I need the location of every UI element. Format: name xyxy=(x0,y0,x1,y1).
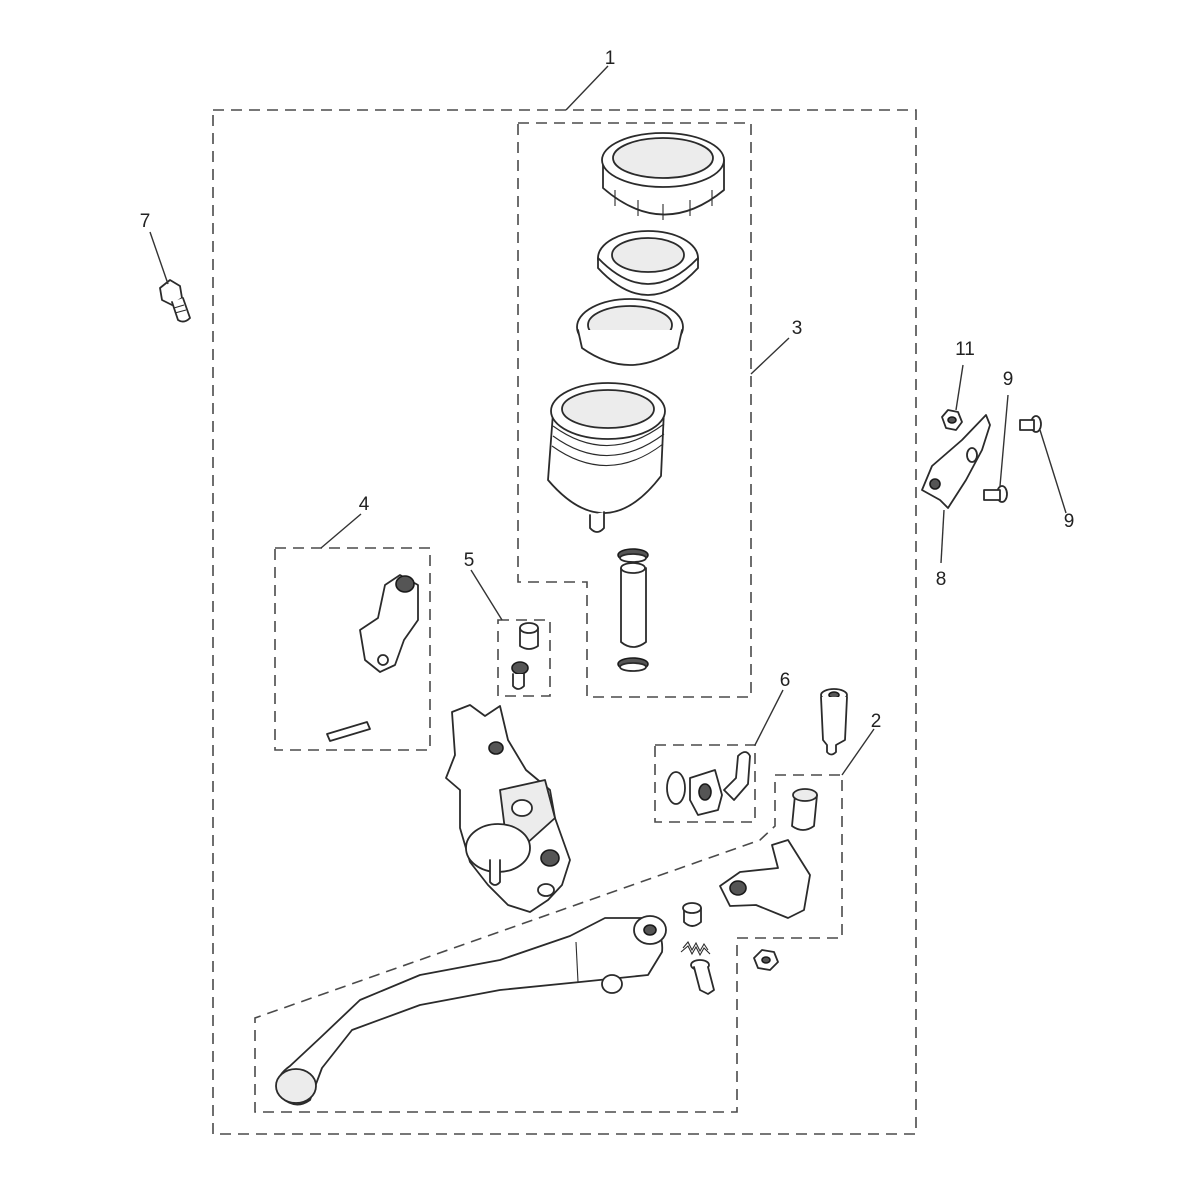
callout-2: 2 xyxy=(871,711,882,732)
callout-5: 5 xyxy=(464,550,475,571)
callout-3: 3 xyxy=(792,318,803,339)
lever-kit-2-boundary xyxy=(254,774,843,1113)
callout-8: 8 xyxy=(936,569,947,590)
leader-lines xyxy=(149,65,1067,776)
screw-9-upper xyxy=(1019,415,1042,433)
pivot-nut xyxy=(753,949,779,971)
master-cylinder-body xyxy=(445,704,571,913)
banjo-fitting xyxy=(666,751,751,816)
reservoir-diaphragm xyxy=(576,298,684,366)
lever-spring xyxy=(680,941,711,957)
callout-9-right: 9 xyxy=(1064,511,1075,532)
bleed-cap xyxy=(519,622,539,650)
reservoir-hose-and-clips xyxy=(617,548,649,672)
callout-6: 6 xyxy=(780,670,791,691)
bleed-screw xyxy=(511,661,529,690)
adjuster-screw xyxy=(690,959,715,995)
reservoir-kit-3-boundary xyxy=(517,122,752,698)
kit-4-boundary xyxy=(274,547,431,751)
callout-11: 11 xyxy=(955,339,975,360)
callout-7: 7 xyxy=(140,211,151,232)
pivot-bushing xyxy=(791,788,818,831)
callout-9-upper: 9 xyxy=(1003,369,1014,390)
reservoir-body xyxy=(547,382,666,533)
kit-4-bracket xyxy=(359,574,419,673)
bracket-8 xyxy=(921,414,991,509)
screw-9-lower xyxy=(983,485,1008,503)
nut-11 xyxy=(941,409,963,431)
bolt-7 xyxy=(159,279,191,323)
kit-4-pin xyxy=(326,721,371,742)
reservoir-diaphragm-plate xyxy=(597,230,699,296)
reservoir-cap xyxy=(601,132,725,220)
brake-lever xyxy=(275,915,667,1106)
pivot-bolt xyxy=(820,688,848,756)
kit-5-boundary xyxy=(497,619,551,697)
callout-4: 4 xyxy=(359,494,370,515)
pushrod-tip xyxy=(682,902,702,927)
lever-adjuster xyxy=(719,839,811,919)
callout-1: 1 xyxy=(605,48,616,69)
assembly-1-boundary xyxy=(212,109,917,1135)
